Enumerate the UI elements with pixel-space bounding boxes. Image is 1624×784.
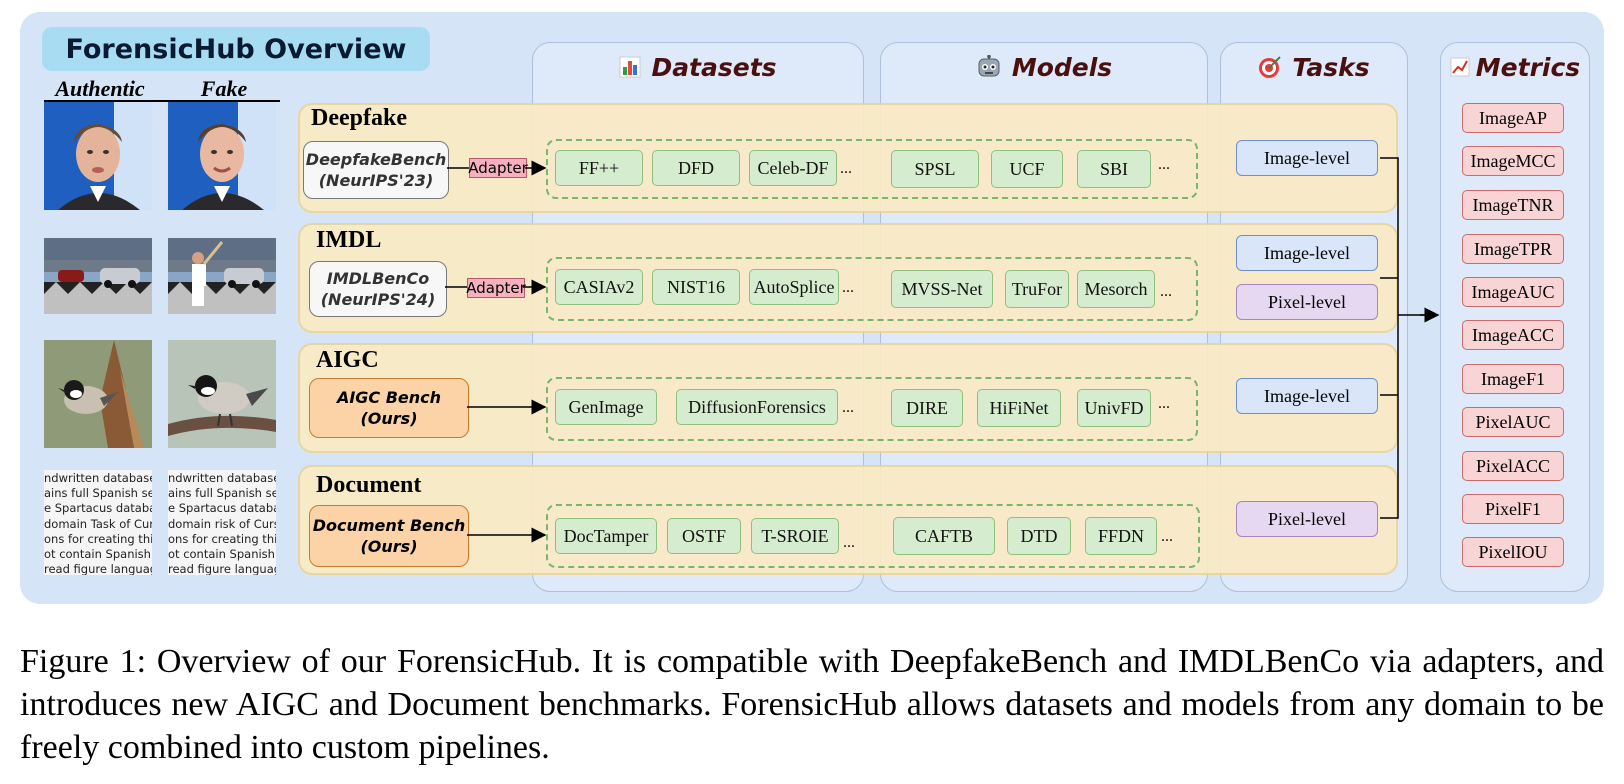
fake-bird-image bbox=[168, 340, 276, 448]
fake-label: Fake bbox=[200, 76, 248, 101]
dataset-chip: OSTF bbox=[667, 518, 741, 554]
target-icon bbox=[1259, 56, 1282, 78]
dataset-chip: GenImage bbox=[555, 389, 657, 425]
metrics-header: Metrics bbox=[1475, 52, 1581, 82]
metric-item: ImageF1 bbox=[1462, 364, 1564, 394]
tasks-header: Tasks bbox=[1292, 52, 1370, 82]
bar-chart-icon bbox=[619, 56, 641, 78]
fake-document-image: ndwritten database fo ains full Spanish … bbox=[168, 470, 276, 575]
model-chip: Mesorch bbox=[1077, 270, 1155, 308]
domain-label-document: Document bbox=[316, 472, 422, 498]
tasks-merge-line bbox=[1380, 157, 1437, 519]
band-aigc bbox=[298, 343, 1398, 453]
document-bench-box: Document Bench (Ours) bbox=[309, 505, 469, 567]
dataset-chip: NIST16 bbox=[652, 269, 740, 305]
model-chip: UnivFD bbox=[1077, 389, 1151, 427]
authentic-bird-image bbox=[44, 340, 152, 448]
imdl-pipeline-box bbox=[546, 257, 1198, 321]
dataset-chip: Celeb-DF bbox=[749, 150, 837, 186]
aigc-bench-box: AIGC Bench (Ours) bbox=[309, 378, 469, 438]
document-pipeline-box bbox=[546, 504, 1200, 568]
datasets-header: Datasets bbox=[651, 52, 777, 82]
model-ellipsis: ... bbox=[1158, 156, 1170, 173]
fake-street-image bbox=[168, 238, 276, 314]
deepfakebench-box: DeepfakeBench (NeurIPS'23) bbox=[303, 141, 449, 199]
figure-title: ForensicHub Overview bbox=[42, 27, 430, 71]
domain-label-deepfake: Deepfake bbox=[311, 105, 407, 131]
metric-item: PixelAUC bbox=[1462, 407, 1564, 437]
task-image-level: Image-level bbox=[1236, 378, 1378, 414]
model-chip: SPSL bbox=[891, 150, 979, 188]
metric-item: PixelIOU bbox=[1462, 537, 1564, 567]
figure-caption: Figure 1: Overview of our ForensicHub. I… bbox=[20, 643, 1604, 766]
dataset-chip: CASIAv2 bbox=[555, 269, 643, 305]
line-chart-icon bbox=[1450, 57, 1470, 77]
model-chip: TruFor bbox=[1005, 270, 1069, 308]
model-chip: CAFTB bbox=[893, 517, 995, 555]
imdlbenco-box: IMDLBenCo (NeurIPS'24) bbox=[309, 261, 447, 317]
metric-item: ImageTPR bbox=[1462, 234, 1564, 264]
metric-item: ImageACC bbox=[1462, 320, 1564, 350]
authentic-document-image: ndwritten database fo ains full Spanish … bbox=[44, 470, 152, 575]
model-chip: DTD bbox=[1007, 517, 1071, 555]
task-pixel-level: Pixel-level bbox=[1236, 284, 1378, 320]
imdl-adapter: Adapter bbox=[466, 278, 526, 298]
domain-label-imdl: IMDL bbox=[316, 227, 382, 253]
model-chip: SBI bbox=[1077, 150, 1151, 188]
dataset-chip: DFD bbox=[652, 150, 740, 186]
task-pixel-level: Pixel-level bbox=[1236, 501, 1378, 537]
model-chip: UCF bbox=[991, 150, 1063, 188]
dataset-ellipsis: ... bbox=[840, 160, 852, 177]
dataset-chip: FF++ bbox=[555, 150, 643, 186]
metric-item: ImageAP bbox=[1462, 103, 1564, 133]
models-header: Models bbox=[1011, 52, 1113, 82]
robot-icon bbox=[978, 55, 1000, 77]
connector-lines bbox=[445, 157, 1440, 543]
deepfake-pipeline-box bbox=[546, 139, 1198, 199]
model-ellipsis: ... bbox=[1160, 283, 1172, 300]
dataset-ellipsis: ... bbox=[842, 399, 854, 416]
dataset-chip: AutoSplice bbox=[749, 269, 839, 305]
model-chip: FFDN bbox=[1085, 517, 1157, 555]
metric-item: ImageTNR bbox=[1462, 190, 1564, 220]
dataset-chip: DiffusionForensics bbox=[676, 389, 838, 425]
task-image-level: Image-level bbox=[1236, 235, 1378, 271]
task-image-level: Image-level bbox=[1236, 140, 1378, 176]
aigc-pipeline-box bbox=[546, 377, 1198, 441]
dataset-ellipsis: ... bbox=[843, 534, 855, 551]
dataset-chip: T-SROIE bbox=[751, 518, 839, 554]
model-ellipsis: ... bbox=[1158, 395, 1170, 412]
header-rule bbox=[44, 100, 280, 102]
domain-label-aigc: AIGC bbox=[316, 347, 379, 373]
model-chip: DIRE bbox=[891, 389, 963, 427]
metric-item: ImageMCC bbox=[1462, 146, 1564, 176]
fake-face-image bbox=[168, 102, 276, 210]
metric-item: PixelF1 bbox=[1462, 494, 1564, 524]
authentic-label: Authentic bbox=[55, 76, 145, 101]
metric-item: PixelACC bbox=[1462, 451, 1564, 481]
band-document bbox=[298, 465, 1398, 575]
model-chip: MVSS-Net bbox=[891, 270, 993, 308]
dataset-chip: DocTamper bbox=[555, 518, 657, 554]
authentic-street-image bbox=[44, 238, 152, 314]
deepfake-adapter: Adapter bbox=[468, 158, 528, 178]
model-ellipsis: ... bbox=[1161, 528, 1173, 545]
dataset-ellipsis: ... bbox=[842, 279, 854, 296]
metric-item: ImageAUC bbox=[1462, 277, 1564, 307]
authentic-face-image bbox=[44, 102, 152, 210]
model-chip: HiFiNet bbox=[977, 389, 1061, 427]
